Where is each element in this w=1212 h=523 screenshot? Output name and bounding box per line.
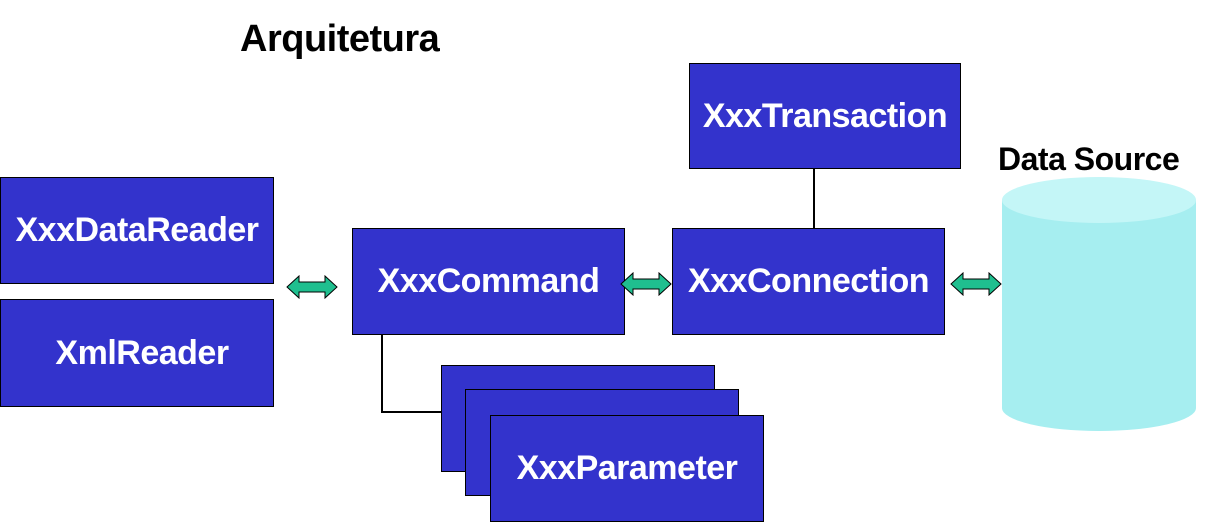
reader-command-double-arrow-icon xyxy=(286,275,338,299)
diagram-title: Arquitetura xyxy=(240,18,440,60)
command-parameter-line-horizontal xyxy=(381,411,442,413)
connection-datasource-double-arrow-icon xyxy=(950,272,1002,296)
xxx-parameter-box: XxxParameter xyxy=(490,415,764,522)
xxx-connection-box: XxxConnection xyxy=(672,228,945,335)
xxx-transaction-box: XxxTransaction xyxy=(689,63,961,169)
database-cylinder-icon xyxy=(1002,177,1196,431)
transaction-connection-line xyxy=(813,169,815,228)
xxx-datareader-box: XxxDataReader xyxy=(0,177,274,284)
data-source-label: Data Source xyxy=(998,141,1180,177)
xmlreader-box: XmlReader xyxy=(0,299,274,407)
xxx-command-box: XxxCommand xyxy=(352,228,625,335)
command-connection-double-arrow-icon xyxy=(620,272,672,296)
command-parameter-line-vertical xyxy=(381,335,383,412)
